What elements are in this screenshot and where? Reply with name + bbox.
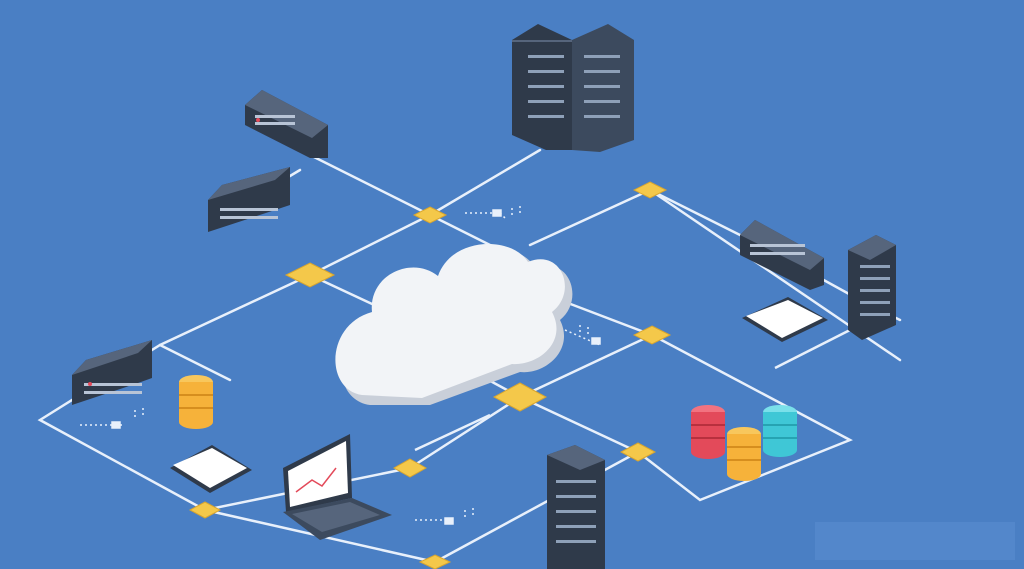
database-icon xyxy=(763,405,797,457)
cloud-icon xyxy=(335,243,573,405)
network-node-icon xyxy=(284,262,336,288)
tablet-icon xyxy=(170,445,252,493)
network-node-icon xyxy=(392,458,428,478)
network-node-icon xyxy=(632,181,668,199)
server-tower-icon xyxy=(848,235,896,340)
network-node-icon xyxy=(632,325,672,345)
connector-glyphs xyxy=(80,206,851,525)
database-icon xyxy=(691,405,725,459)
server-rack-icon xyxy=(72,340,152,405)
network-node-icon xyxy=(412,206,448,224)
server-rack-icon xyxy=(208,167,290,232)
network-node-icon xyxy=(418,554,452,569)
server-tower-icon xyxy=(512,24,634,152)
network-node-icon xyxy=(188,501,222,519)
server-rack-icon xyxy=(740,220,824,290)
network-node-icon xyxy=(619,442,657,462)
database-icon xyxy=(727,427,761,481)
network-nodes xyxy=(188,181,672,569)
server-rack-icon xyxy=(245,90,328,158)
server-tower-icon xyxy=(547,445,605,569)
watermark-patch xyxy=(815,522,1015,560)
laptop-icon xyxy=(283,434,392,540)
database-icon xyxy=(179,375,213,429)
network-node-icon xyxy=(492,382,548,412)
tablet-icon xyxy=(742,297,828,342)
